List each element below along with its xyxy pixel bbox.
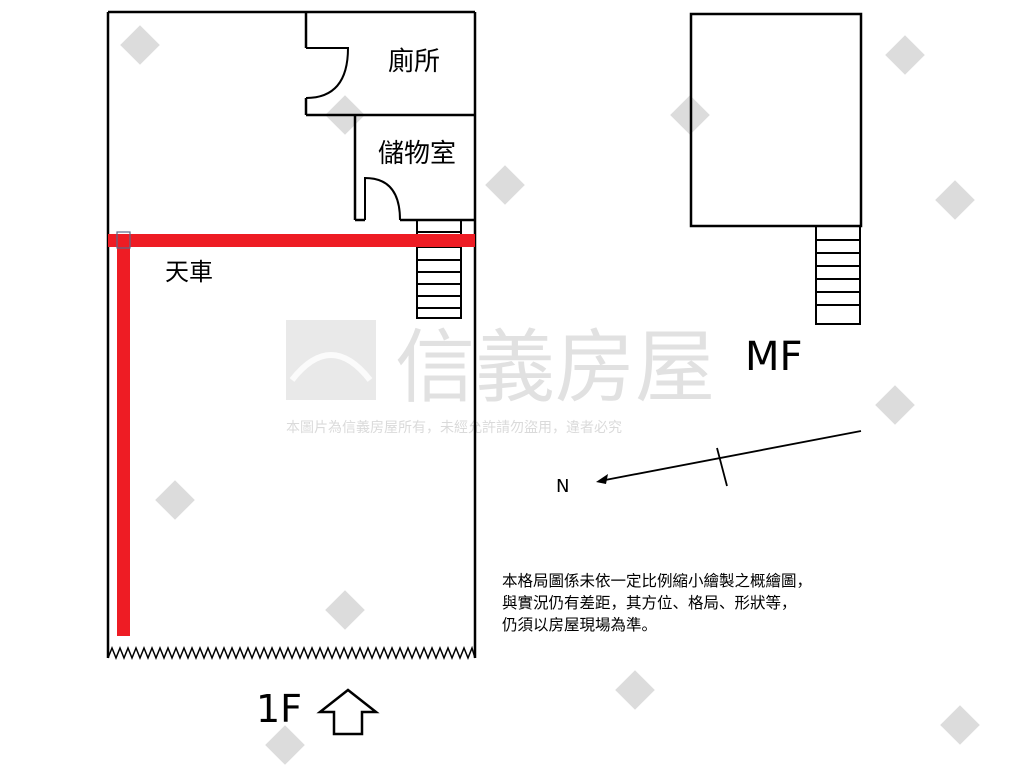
room-label-toilet: 廁所 (388, 47, 440, 77)
watermark-logo-icon (265, 725, 305, 765)
watermark-logo-icon (615, 670, 655, 710)
crane-rail-horizontal (108, 234, 475, 247)
watermark-brand-logo-icon (286, 320, 376, 400)
compass: N (556, 430, 862, 497)
disclaimer-note: 本格局圖係未依一定比例縮小繪製之概繪圖， 與實況仍有差距，其方位、格局、形狀等，… (502, 571, 812, 634)
watermark-logo-icon (325, 590, 365, 630)
north-arrowhead-icon (596, 474, 608, 484)
entrance-arrow-icon (316, 688, 380, 736)
watermark-logo-icon (885, 35, 925, 75)
crane-rail-vertical (117, 234, 130, 636)
room-label-crane: 天車 (165, 258, 213, 286)
room-label-storage: 儲物室 (378, 139, 456, 169)
crane-rails (108, 234, 475, 636)
watermark-logo-icon (155, 480, 195, 520)
storage-door-swing (364, 176, 401, 221)
compass-crossbar (716, 447, 728, 487)
floor-label-mf: MF (745, 334, 803, 380)
floor-1f-plan (106, 10, 477, 661)
watermark-logo-icon (485, 165, 525, 205)
north-label: N (556, 476, 569, 497)
crane-joint (116, 231, 131, 249)
note-line-3: 仍須以房屋現場為準。 (502, 616, 657, 634)
watermark-notice-text: 本圖片為信義房屋所有，未經允許請勿盜用，違者必究 (286, 419, 622, 436)
floor-label-1f: 1F (256, 687, 302, 731)
watermark-logo-icon (875, 385, 915, 425)
stairs-1f (416, 219, 462, 319)
stairs-mf (815, 225, 861, 325)
watermark-logo-icon (935, 180, 975, 220)
watermark-brand-text: 信義房屋 (395, 321, 715, 414)
watermark-logo-icon (940, 705, 980, 745)
floor-mf-plan (689, 12, 863, 325)
open-front-zigzag (107, 645, 476, 661)
mf-outline (689, 12, 863, 228)
watermark-center: 信義房屋 本圖片為信義房屋所有，未經允許請勿盜用，違者必究 (286, 320, 715, 436)
note-line-1: 本格局圖係未依一定比例縮小繪製之概繪圖， (502, 571, 812, 590)
watermark-logo-icon (120, 25, 160, 65)
north-arrow-line (599, 430, 862, 482)
toilet-door-swing (305, 47, 350, 99)
note-line-2: 與實況仍有差距，其方位、格局、形狀等， (502, 593, 797, 612)
